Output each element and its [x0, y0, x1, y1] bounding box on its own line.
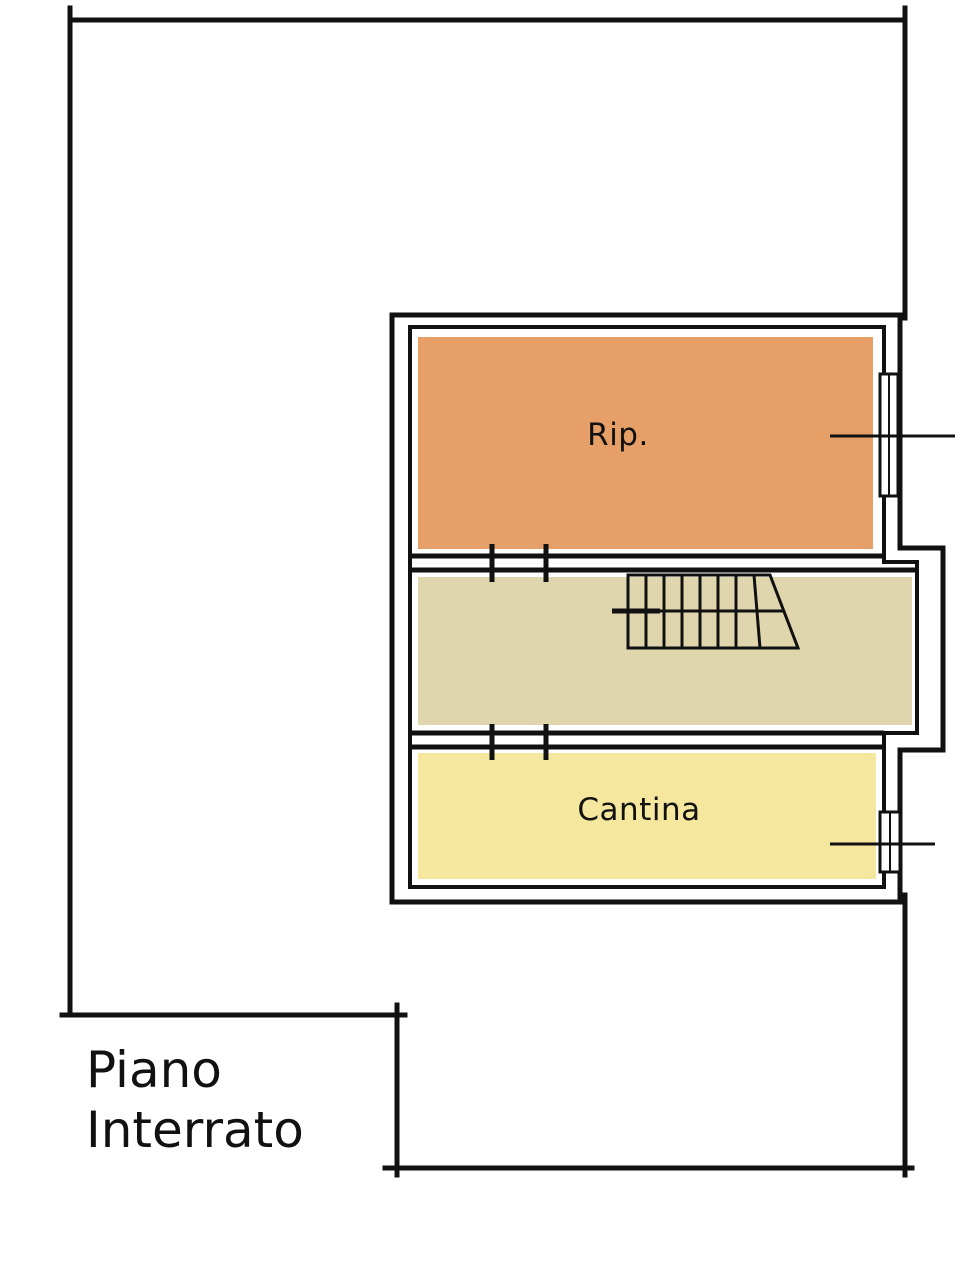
doors: [489, 544, 549, 760]
property-boundary: [59, 5, 915, 1178]
floor-title-line2: Interrato: [86, 1101, 304, 1159]
room-ripostiglio: [418, 337, 873, 549]
label-cantina: Cantina: [577, 792, 700, 828]
windows: [830, 372, 955, 874]
label-ripostiglio: Rip.: [587, 417, 649, 453]
building-walls: [389, 312, 946, 905]
staircase: [612, 573, 801, 650]
floor-title: Piano Interrato: [86, 1040, 304, 1160]
floor-title-line1: Piano: [86, 1041, 222, 1099]
room-cantina: [418, 753, 876, 879]
